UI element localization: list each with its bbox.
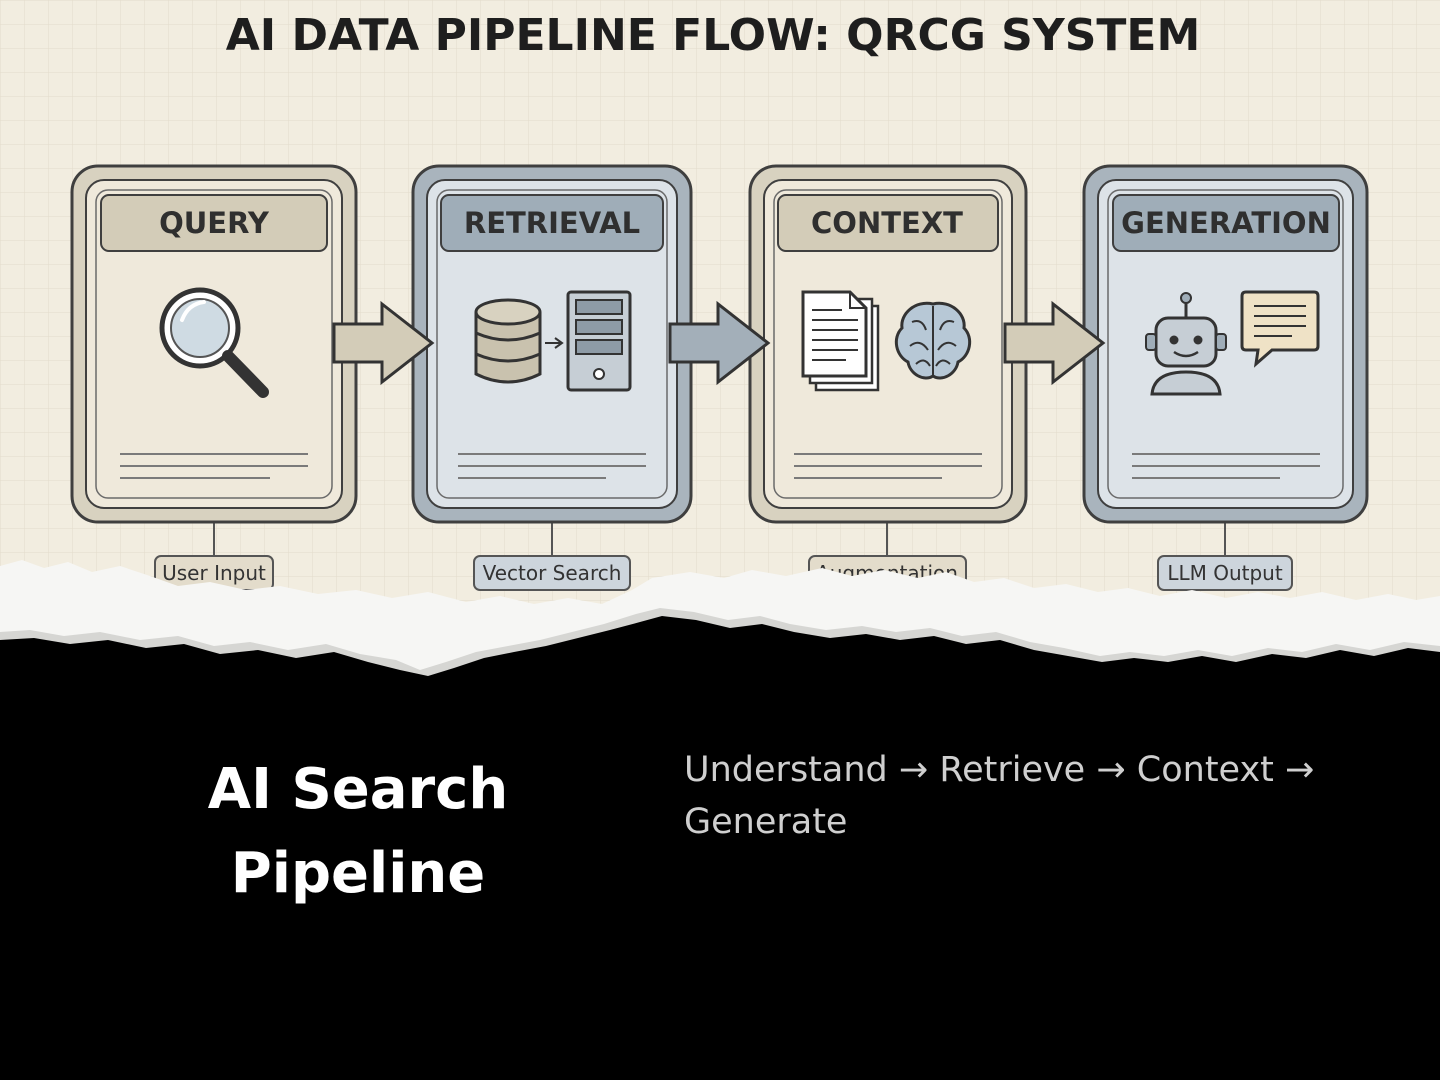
flow-arrow <box>332 300 435 386</box>
chat-bubble-icon <box>1240 290 1320 368</box>
stage-label: CONTEXT <box>811 206 963 240</box>
stage-label: QUERY <box>159 206 270 240</box>
flow-arrow <box>668 300 771 386</box>
stage-generation: GENERATION <box>1082 164 1369 524</box>
arrow-right-icon <box>545 337 564 349</box>
database-icon <box>474 298 542 384</box>
subtitle: Understand → Retrieve → Context → Genera… <box>684 750 1315 842</box>
brain-icon <box>894 301 972 380</box>
stage-retrieval: RETRIEVAL <box>411 164 693 524</box>
diagram-title: AI DATA PIPELINE FLOW: QRCG SYSTEM <box>226 10 1201 61</box>
tag-llm-output: LLM Output <box>1157 555 1293 591</box>
stage-label: GENERATION <box>1121 206 1331 240</box>
server-icon <box>566 290 632 392</box>
magnifier-icon <box>159 287 269 398</box>
tag-label: User Input <box>162 561 266 585</box>
torn-black-edge <box>0 616 1440 700</box>
documents-icon <box>801 290 880 392</box>
tag-vector-search: Vector Search <box>473 555 631 591</box>
stage-context: CONTEXT <box>748 164 1028 524</box>
pipeline-diagram: AI DATA PIPELINE FLOW: QRCG SYSTEM QUERY… <box>0 0 1440 700</box>
tag-label: LLM Output <box>1167 561 1283 585</box>
flow-arrow <box>1003 300 1106 386</box>
main-heading: AI Search Pipeline <box>207 757 509 906</box>
tag-label: Vector Search <box>483 561 622 585</box>
stage-label: RETRIEVAL <box>464 206 640 240</box>
tag-user-input: User Input <box>154 555 274 591</box>
stage-query: QUERY <box>70 164 358 524</box>
robot-icon <box>1145 292 1227 396</box>
